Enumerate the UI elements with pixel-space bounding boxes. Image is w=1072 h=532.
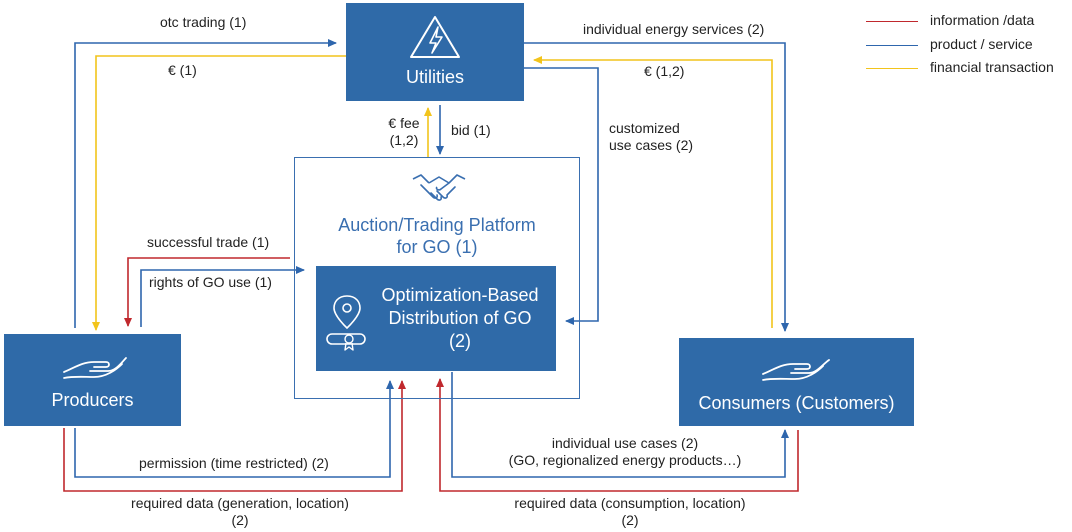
label-bid: bid (1) [451,122,491,138]
label-otc-trading: otc trading (1) [160,14,247,30]
label-individual-use-cases-line-1: individual use cases (2) [551,435,699,451]
edge-rights-of-go-use [140,266,305,327]
edge-required-data-generation [63,380,406,492]
label-required-data-generation-line-1: required data (generation, location) [131,495,349,511]
optimization-label: Optimization-Based Distribution of GO (2… [368,284,552,353]
label-euro-consumers: € (1,2) [644,63,685,79]
edge-customized-use-cases [524,67,599,325]
legend-label-financial: financial transaction [930,59,1054,75]
label-euro-fee: € fee (1,2) [384,115,424,149]
handshake-icon [412,174,466,201]
legend-swatch-product [866,45,918,46]
edge-otc-trading [74,39,337,328]
legend-swatch-information [866,21,918,22]
label-required-data-consumption: required data (consumption, location) (2… [470,495,790,529]
lightning-warning-icon [410,16,460,58]
platform-title-line-2: for GO (1) [396,237,478,257]
label-rights-of-go-use: rights of GO use (1) [149,274,272,290]
consumers-box: Consumers (Customers) [679,338,914,426]
label-euro-fee-line-2: (1,2) [389,132,419,148]
label-customized-line-2: use cases (2) [609,137,694,153]
producers-box: Producers [4,334,181,426]
edge-permission [74,380,394,478]
legend-swatch-financial [866,68,918,69]
optimization-line-3: (2) [449,331,471,351]
label-individual-use-cases: individual use cases (2) (GO, regionaliz… [480,435,770,469]
edge-individual-use-cases [451,372,789,478]
location-certificate-icon [326,295,366,351]
edge-successful-trade [124,257,290,327]
label-required-data-consumption-line-2: (2) [621,512,639,528]
platform-title-line-1: Auction/Trading Platform [338,215,536,235]
edge-euro-producers [92,55,346,331]
label-required-data-generation-line-2: (2) [231,512,249,528]
label-individual-use-cases-line-2: (GO, regionalized energy products…) [508,452,742,468]
edge-required-data-consumption [436,378,799,492]
label-customized-line-1: customized [609,120,680,136]
legend-label-information: information /data [930,12,1035,28]
hand-icon [762,359,830,381]
label-required-data-generation: required data (generation, location) (2) [80,495,400,529]
producers-label: Producers [51,390,134,410]
utilities-label: Utilities [405,67,464,87]
label-customized-use-cases: customized use cases (2) [609,120,693,154]
optimization-line-1: Optimization-Based [381,285,539,305]
label-euro-fee-line-1: € fee [388,115,420,131]
edge-individual-energy-services [524,42,789,332]
edge-euro-consumers [533,56,773,328]
platform-frame [294,157,580,399]
label-successful-trade: successful trade (1) [147,234,270,250]
label-permission: permission (time restricted) (2) [139,455,329,471]
label-euro-producers: € (1) [168,62,197,78]
optimization-box: Optimization-Based Distribution of GO (2… [316,266,556,371]
legend-label-product: product / service [930,36,1033,52]
optimization-line-2: Distribution of GO [388,308,532,328]
hand-icon [63,357,127,379]
label-required-data-consumption-line-1: required data (consumption, location) [514,495,746,511]
platform-title: Auction/Trading Platform for GO (1) [294,214,580,258]
consumers-label: Consumers (Customers) [698,393,895,413]
utilities-box: Utilities [346,3,524,101]
label-individual-energy-services: individual energy services (2) [583,21,765,37]
